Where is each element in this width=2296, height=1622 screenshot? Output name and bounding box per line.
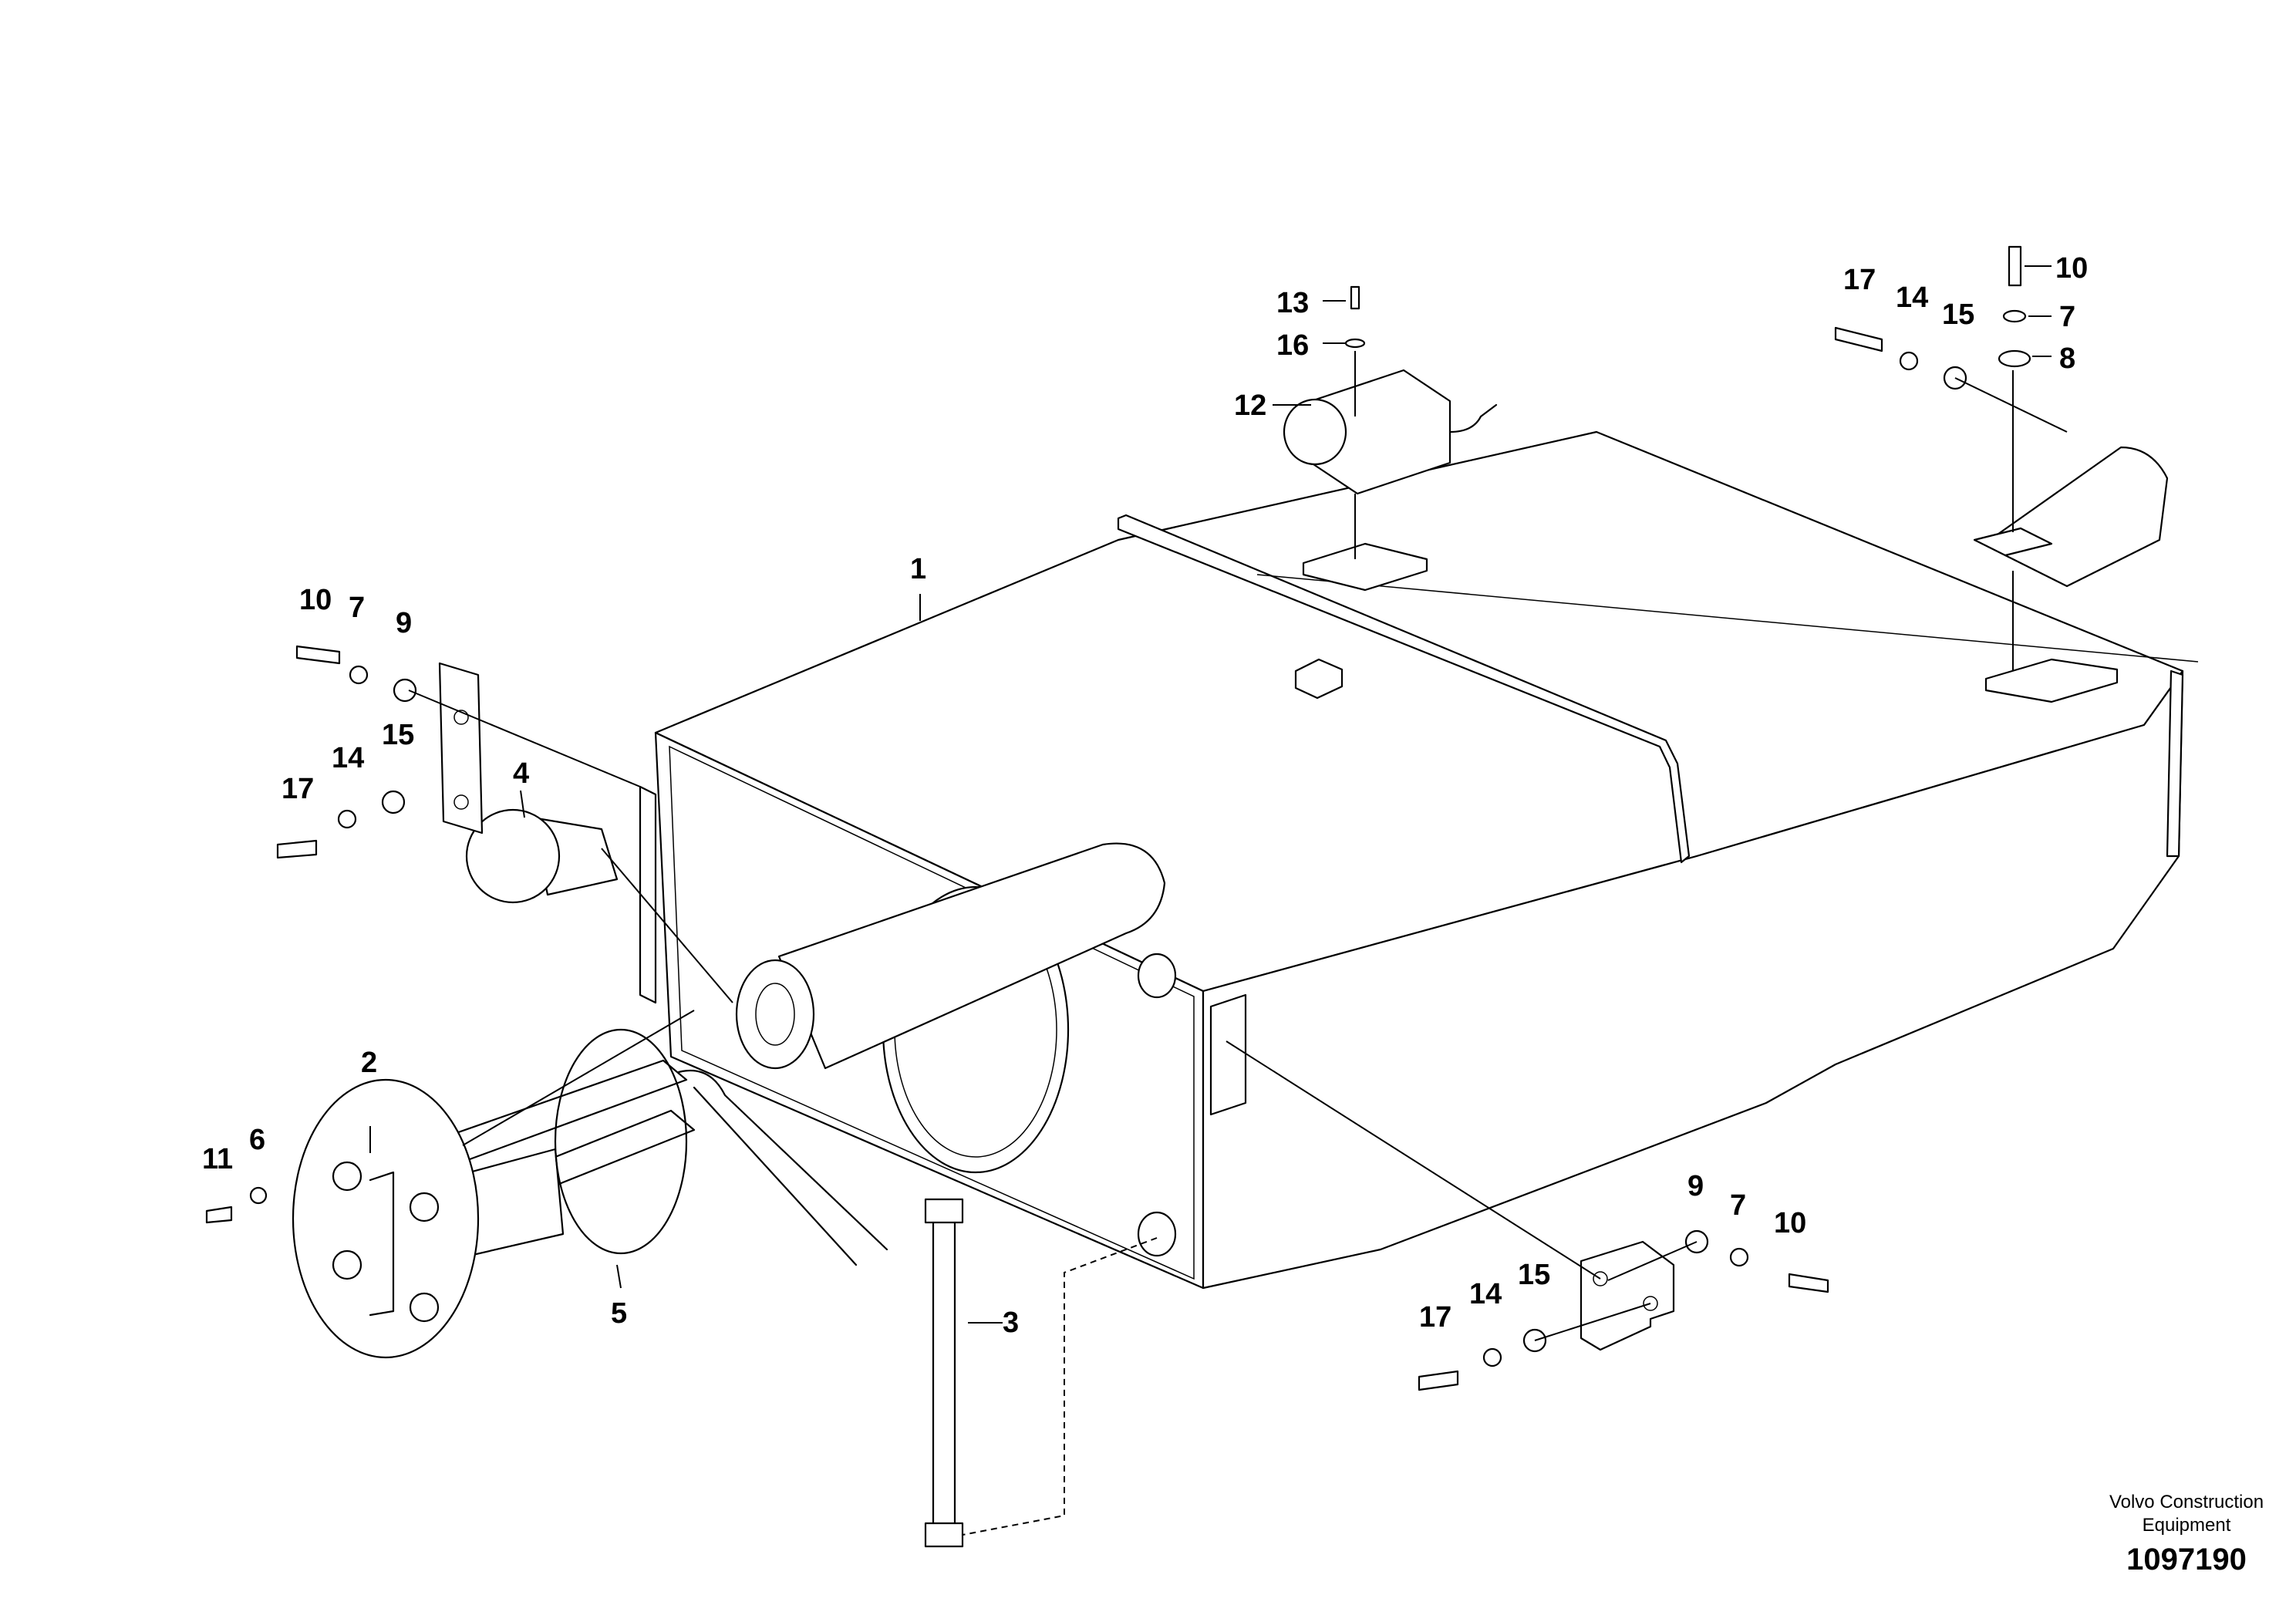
o-ring [554, 1028, 688, 1255]
label-17-top-right: 17 [1843, 264, 1876, 296]
left-bracket [438, 662, 484, 835]
label-10-right: 10 [1774, 1207, 1806, 1239]
label-15-left: 15 [382, 719, 414, 751]
label-7-right: 7 [1730, 1189, 1746, 1222]
level-gauge [924, 1198, 964, 1548]
top-right-bracket [1973, 446, 2169, 588]
label-5: 5 [611, 1297, 627, 1330]
callout-labels: 1 2 3 4 5 10 7 9 17 14 15 11 6 12 13 16 … [202, 252, 2088, 1339]
label-17-left: 17 [282, 773, 314, 805]
label-2: 2 [361, 1047, 377, 1079]
label-13: 13 [1276, 287, 1309, 319]
label-16: 16 [1276, 329, 1309, 362]
label-10-left: 10 [299, 584, 332, 616]
label-9-right: 9 [1687, 1170, 1704, 1202]
label-1: 1 [910, 553, 926, 585]
assembly-lines [369, 265, 2068, 1536]
label-7-top-right: 7 [2059, 301, 2075, 333]
label-14-left: 14 [332, 742, 364, 774]
label-17-right: 17 [1419, 1301, 1451, 1334]
credit-line-1: Volvo Construction [2109, 1492, 2264, 1512]
label-3: 3 [1003, 1307, 1019, 1339]
label-15-top-right: 15 [1942, 298, 1974, 331]
document-number: 1097190 [2126, 1543, 2247, 1576]
right-lower-bracket [1580, 1240, 1675, 1351]
label-12: 12 [1234, 389, 1266, 422]
credit-block: Volvo Construction Equipment 1097190 [2109, 1492, 2264, 1576]
label-6: 6 [249, 1124, 265, 1156]
label-10-top-right: 10 [2055, 252, 2088, 285]
label-8: 8 [2059, 342, 2075, 375]
fuel-tank [639, 430, 2199, 1290]
suction-flange-assembly [292, 1059, 888, 1359]
label-14-top-right: 14 [1896, 282, 1928, 314]
label-7-left: 7 [349, 592, 365, 624]
credit-line-2: Equipment [2143, 1515, 2231, 1536]
label-15-right: 15 [1518, 1259, 1550, 1291]
label-4: 4 [513, 757, 529, 790]
level-sensor [1283, 369, 1498, 495]
label-14-right: 14 [1469, 1278, 1502, 1310]
label-9-left: 9 [396, 607, 412, 639]
label-11: 11 [202, 1143, 233, 1175]
filler-cap [465, 808, 619, 904]
